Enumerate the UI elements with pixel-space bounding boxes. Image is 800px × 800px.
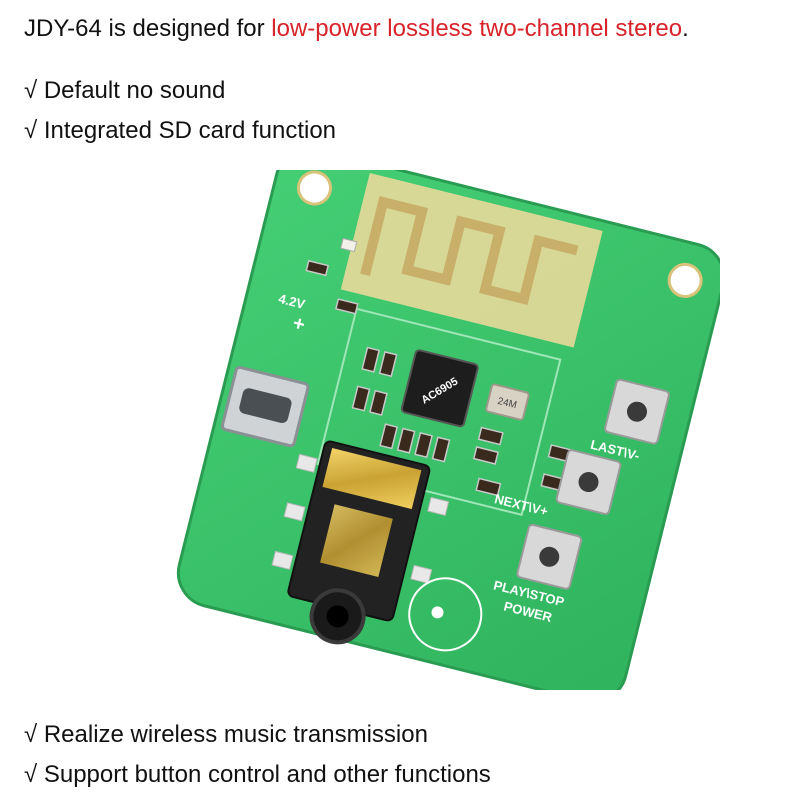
button-last[interactable] [604,378,670,445]
mounting-hole [667,262,703,298]
pcb-board-photo: AC6905 24M [160,170,720,690]
solder-pads [271,453,450,584]
button-play-stop[interactable] [516,523,583,590]
audio-jack-clip [322,448,422,510]
status-led [340,237,358,253]
antenna-area [340,172,603,348]
main-chip [400,349,479,428]
feature-button-control: √ Support button control and other funct… [24,761,491,788]
pcb-board-illustration: AC6905 24M [176,170,720,690]
micro-usb-opening [239,388,292,424]
crystal [485,383,530,421]
headline-prefix: JDY-64 is designed for [24,15,272,42]
audio-jack-hole [326,605,349,628]
headline-highlight: low-power lossless two-channel stereo [271,15,683,42]
antenna-trace [360,195,579,306]
crystal-marking: 24M [496,396,518,411]
feature-sd-card: √ Integrated SD card function [24,117,337,144]
headline-suffix: . [682,15,689,42]
mounting-hole [297,170,333,206]
silkscreen-circle [408,577,483,652]
headline: JDY-64 is designed for low-power lossles… [24,14,689,44]
voltage-label: 4.2V [277,291,307,312]
button-next[interactable] [555,449,622,515]
test-pad [431,606,444,619]
feature-default-no-sound: √ Default no sound [24,77,226,104]
audio-jack-clip [320,504,393,578]
feature-wireless-music: √ Realize wireless music transmission [24,721,428,748]
plus-label: + [291,312,308,336]
